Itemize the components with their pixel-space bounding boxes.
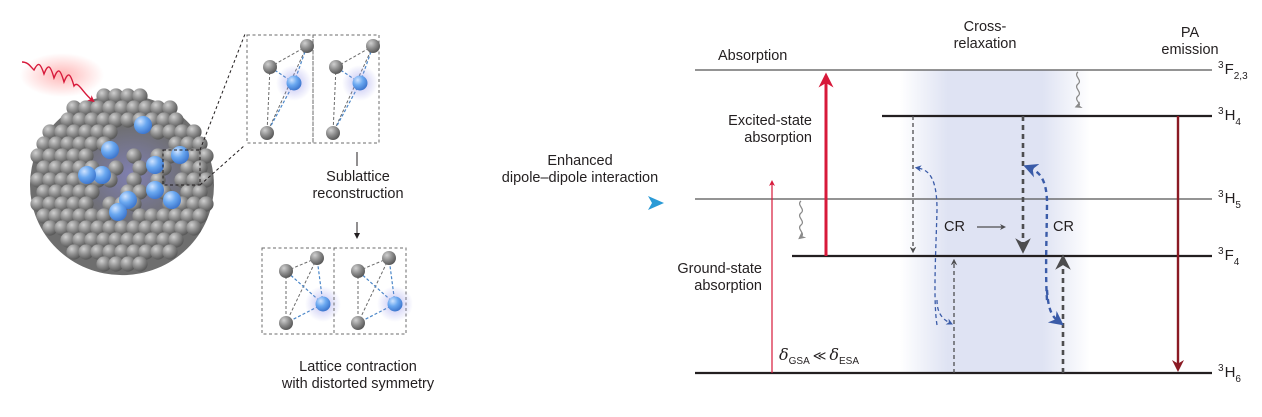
- level-label-3H4: 3H4: [1218, 106, 1241, 128]
- host-ion: [310, 251, 324, 265]
- host-ion: [279, 264, 293, 278]
- level-sup: 3: [1218, 60, 1224, 71]
- dopant-ion: [163, 191, 181, 209]
- enhanced-label-line: dipole–dipole interaction: [480, 170, 680, 187]
- label-ground-state-absorption: Ground-state absorption: [640, 261, 762, 295]
- dopant-ion: [388, 297, 403, 312]
- step-label-line: with distorted symmetry: [270, 376, 446, 393]
- delta-esa-symbol: δ: [829, 345, 839, 364]
- side-label-line: absorption: [640, 278, 762, 295]
- cr-label: CR: [1053, 219, 1074, 235]
- level-sub: 6: [1235, 374, 1241, 385]
- level-label-3F4: 3F4: [1218, 246, 1239, 268]
- level-term: F: [1225, 61, 1234, 78]
- lattice-box-original: [247, 35, 380, 143]
- dopant-ion: [146, 156, 164, 174]
- host-ion: [162, 244, 177, 259]
- dopant-ion: [287, 76, 302, 91]
- step-label-line: Lattice contraction: [270, 359, 446, 376]
- level-sup: 3: [1218, 189, 1224, 200]
- host-ion: [186, 220, 201, 235]
- nonradiative-decay-icon: [800, 201, 803, 237]
- side-label-line: Ground-state: [640, 261, 762, 278]
- header-cross-relaxation: Cross- relaxation: [920, 19, 1050, 53]
- header-line: relaxation: [920, 36, 1050, 53]
- excitation-photon-icon: [20, 53, 104, 100]
- host-ion: [300, 39, 314, 53]
- host-ion: [279, 316, 293, 330]
- dopant-ion: [101, 141, 119, 159]
- level-label-3H5: 3H5: [1218, 189, 1241, 211]
- header-line: Cross-: [920, 19, 1050, 36]
- host-ion: [263, 60, 277, 74]
- level-term: H: [1225, 364, 1236, 381]
- delta-gsa-symbol: δ: [779, 345, 789, 364]
- enhanced-label-line: Enhanced: [480, 153, 680, 170]
- enhanced-interaction-label: Enhanced dipole–dipole interaction: [480, 153, 680, 187]
- host-ion: [132, 256, 147, 271]
- dopant-ion: [78, 166, 96, 184]
- host-ion: [366, 39, 380, 53]
- dopant-ion: [134, 116, 152, 134]
- dopant-ion: [316, 297, 331, 312]
- host-ion: [329, 60, 343, 74]
- host-ion: [351, 316, 365, 330]
- host-ion: [382, 251, 396, 265]
- lattice-bond: [267, 67, 270, 133]
- step-label-line: Sublattice: [300, 169, 416, 186]
- lattice-box-distorted: [262, 248, 413, 334]
- level-sup: 3: [1218, 246, 1224, 257]
- level-term: F: [1225, 247, 1234, 264]
- nanocrystal-illustration: [30, 88, 214, 275]
- delta-gsa-sub: GSA: [789, 356, 810, 367]
- header-pa-emission: PA emission: [1140, 25, 1240, 59]
- level-label-3F23: 3F2,3: [1218, 60, 1248, 82]
- level-sub: 2,3: [1234, 71, 1248, 82]
- dopant-ion: [146, 181, 164, 199]
- step-label-lattice-contraction: Lattice contraction with distorted symme…: [270, 359, 446, 393]
- delta-relation: δGSA≪δESA: [779, 345, 859, 367]
- much-less-than-symbol: ≪: [813, 349, 827, 364]
- cr-label: CR: [944, 219, 965, 235]
- level-sup: 3: [1218, 363, 1224, 374]
- header-line: emission: [1140, 42, 1240, 59]
- step-label-sublattice: Sublattice reconstruction: [300, 169, 416, 203]
- lattice-bond: [333, 67, 336, 133]
- header-absorption: Absorption: [718, 48, 787, 65]
- host-ion: [260, 126, 274, 140]
- label-excited-state-absorption: Excited-state absorption: [690, 113, 812, 147]
- dopant-ion: [109, 203, 127, 221]
- level-sub: 5: [1235, 200, 1241, 211]
- dopant-ion: [171, 146, 189, 164]
- header-line: PA: [1140, 25, 1240, 42]
- side-label-line: absorption: [690, 130, 812, 147]
- side-label-line: Excited-state: [690, 113, 812, 130]
- level-sub: 4: [1235, 117, 1241, 128]
- delta-esa-sub: ESA: [839, 356, 859, 367]
- level-sup: 3: [1218, 106, 1224, 117]
- level-term: H: [1225, 107, 1236, 124]
- level-term: H: [1225, 190, 1236, 207]
- dopant-ion: [353, 76, 368, 91]
- step-label-line: reconstruction: [300, 186, 416, 203]
- host-ion: [351, 264, 365, 278]
- level-label-3H6: 3H6: [1218, 363, 1241, 385]
- host-ion: [326, 126, 340, 140]
- level-sub: 4: [1234, 257, 1240, 268]
